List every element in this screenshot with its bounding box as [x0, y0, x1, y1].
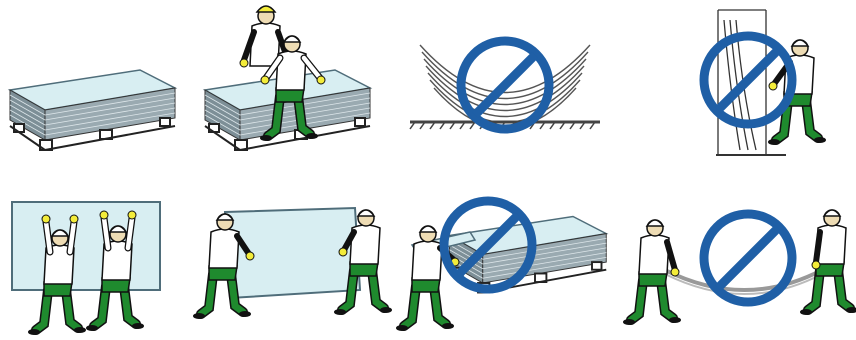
panel-single-person-lean — [704, 10, 826, 155]
panel-stacked-boards — [10, 70, 175, 150]
board-vertical — [12, 202, 160, 290]
panel-bent-board — [410, 41, 600, 129]
panel-two-person-sagging-carry — [623, 210, 856, 325]
worker-right — [800, 210, 856, 315]
panel-two-person-horizontal-carry — [193, 208, 392, 319]
panel-two-person-vertical-carry — [12, 202, 160, 335]
panel-single-person-pull — [396, 201, 606, 331]
worker-left — [623, 220, 681, 325]
panel-two-person-lift — [205, 6, 370, 150]
board-stack — [10, 70, 175, 150]
